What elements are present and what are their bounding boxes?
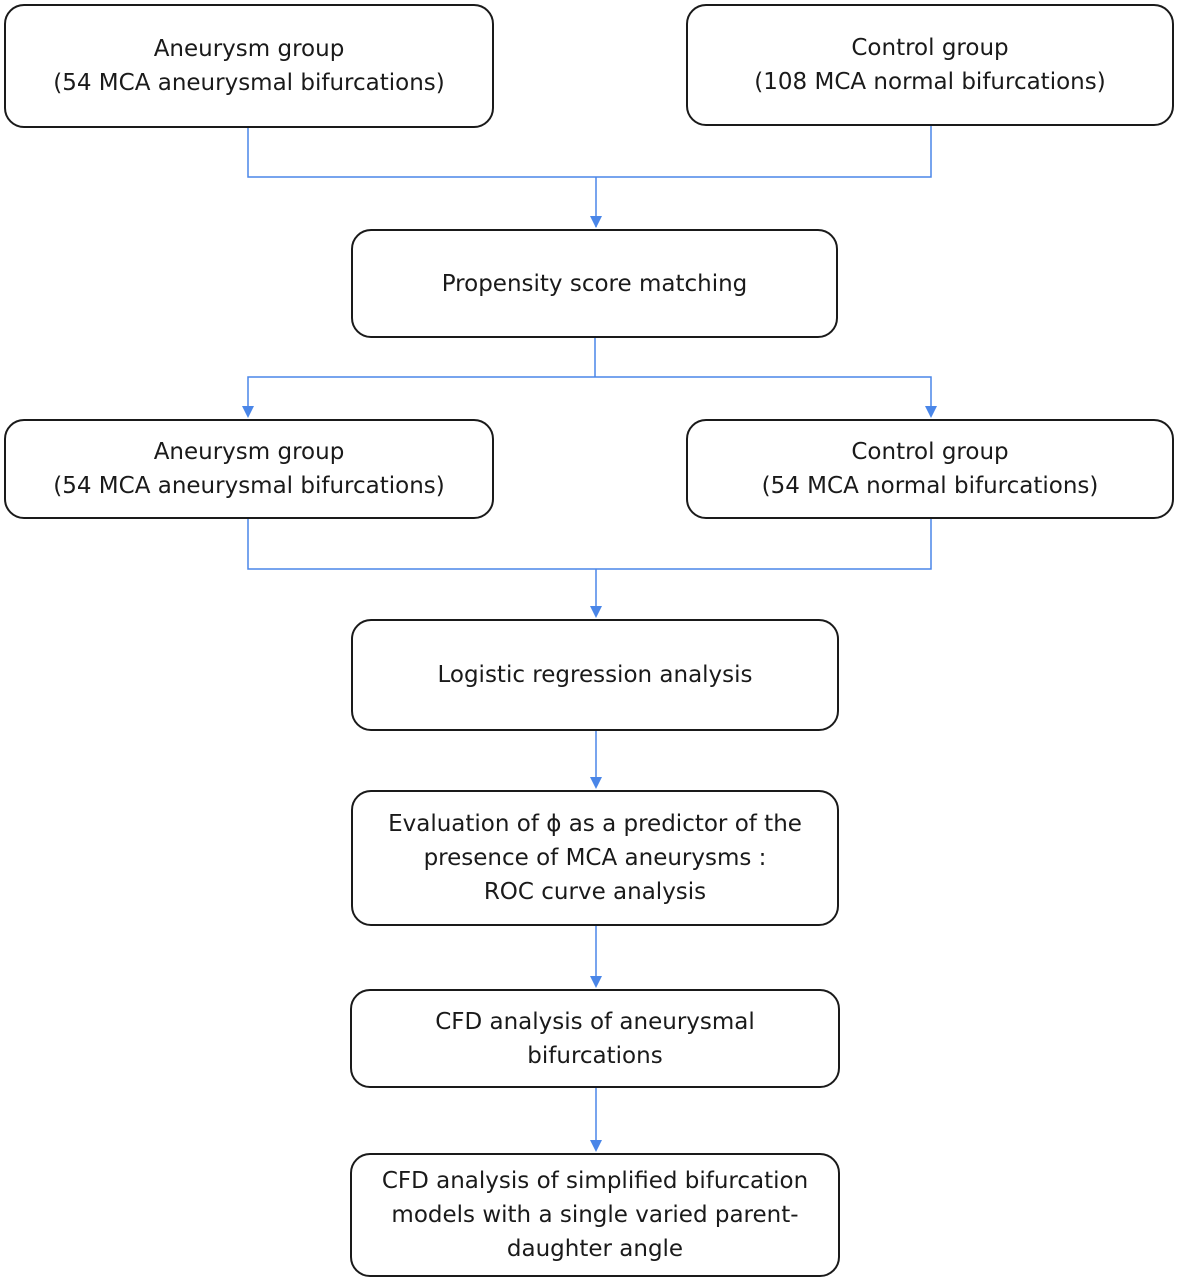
box-line: daughter angle — [506, 1236, 684, 1262]
box-line: Evaluation of ϕ as a predictor of the — [388, 811, 802, 837]
merge-connector-top — [247, 126, 932, 178]
box-line: Logistic regression analysis — [437, 662, 753, 688]
box-line: bifurcations — [527, 1042, 663, 1069]
aneurysm-group-matched-box: Aneurysm group (54 MCA aneurysmal bifurc… — [4, 419, 494, 519]
control-group-matched-box: Control group (54 MCA normal bifurcation… — [686, 419, 1174, 519]
arrowhead-cfd-aneurysmal — [590, 976, 602, 988]
arrowhead-control-matched — [925, 406, 937, 418]
aneurysm-group-initial-box: Aneurysm group (54 MCA aneurysmal bifurc… — [4, 4, 494, 128]
box-line: Aneurysm group — [153, 439, 345, 465]
split-connector-middle — [247, 338, 932, 406]
arrowhead-logistic — [590, 606, 602, 618]
box-line: (54 MCA aneurysmal bifurcations) — [53, 70, 445, 96]
box-line: Aneurysm group — [153, 36, 345, 62]
logistic-regression-analysis-box: Logistic regression analysis — [351, 619, 839, 731]
cfd-aneurysmal-box: CFD analysis of aneurysmal bifurcations — [350, 989, 840, 1088]
box-line: Control group — [851, 439, 1009, 465]
box-line: models with a single varied parent- — [391, 1202, 799, 1228]
roc-evaluation-box: Evaluation of ϕ as a predictor of the pr… — [351, 790, 839, 926]
arrowhead-cfd-simplified — [590, 1140, 602, 1152]
control-group-initial-box: Control group (108 MCA normal bifurcatio… — [686, 4, 1174, 126]
arrowhead-roc — [590, 777, 602, 789]
box-line: presence of MCA aneurysms : — [423, 845, 767, 871]
arrowhead-aneurysm-matched — [242, 406, 254, 418]
cfd-simplified-box: CFD analysis of simplified bifurcation m… — [350, 1153, 840, 1277]
box-line: Control group — [851, 35, 1009, 61]
arrowhead-propensity — [590, 216, 602, 228]
box-line: ROC curve analysis — [483, 879, 707, 905]
box-line: (54 MCA aneurysmal bifurcations) — [53, 473, 445, 499]
box-line: CFD analysis of simplified bifurcation — [381, 1168, 809, 1194]
box-line: Propensity score matching — [441, 270, 748, 297]
propensity-score-matching-box: Propensity score matching — [351, 229, 838, 338]
box-line: (54 MCA normal bifurcations) — [761, 473, 1099, 499]
box-line: (108 MCA normal bifurcations) — [754, 69, 1106, 95]
merge-connector-matched — [247, 519, 932, 570]
box-line: CFD analysis of aneurysmal — [435, 1008, 755, 1035]
